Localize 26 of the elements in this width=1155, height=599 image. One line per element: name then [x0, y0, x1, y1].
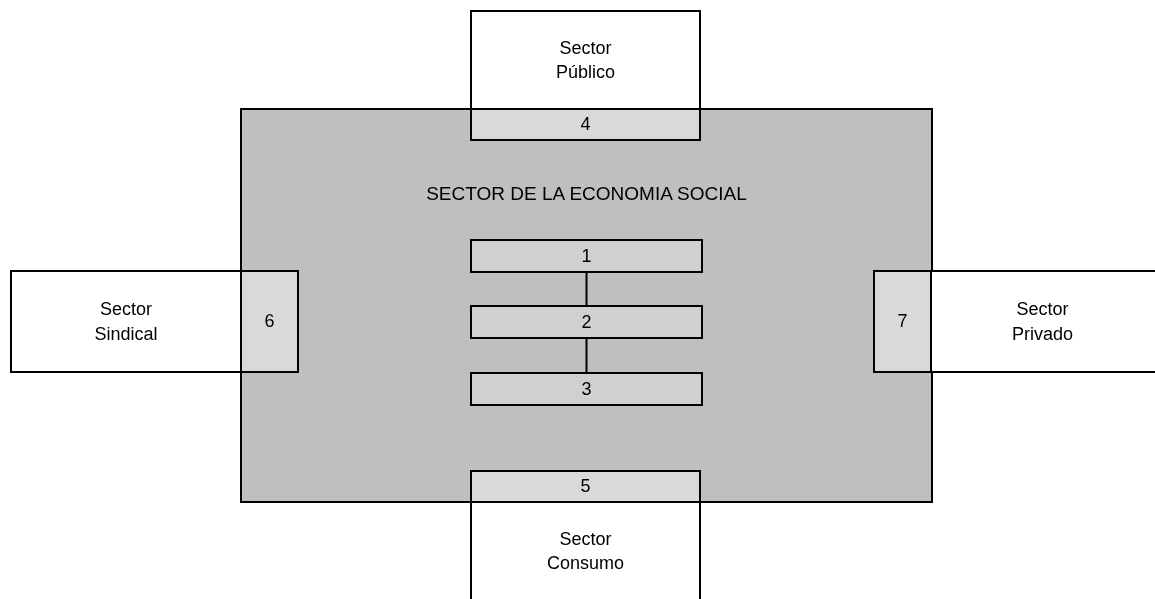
connector-line: [585, 338, 588, 373]
number-label: 7: [897, 310, 908, 334]
number-band: [470, 470, 701, 503]
number-label: 3: [581, 377, 592, 401]
sector-label: Sector Privado: [1011, 298, 1074, 346]
sector-label: Sector Público: [554, 36, 616, 84]
sector-label: Sector Consumo: [545, 527, 625, 575]
economy-panel: [240, 108, 933, 503]
number-band: [240, 270, 299, 373]
sector-box: [470, 10, 701, 108]
sector-box: [10, 270, 240, 373]
number-bar: [470, 372, 703, 406]
number-label: 6: [264, 310, 275, 334]
number-band: [470, 108, 701, 141]
number-label: 1: [581, 244, 592, 268]
number-label: 4: [580, 113, 591, 137]
number-band: [873, 270, 932, 373]
connector-line: [585, 272, 588, 306]
sector-label: Sector Sindical: [93, 298, 159, 346]
number-label: 5: [580, 475, 591, 499]
number-bar: [470, 305, 703, 339]
sector-box: [932, 270, 1155, 373]
panel-title: SECTOR DE LA ECONOMIA SOCIAL: [425, 182, 748, 206]
number-bar: [470, 239, 703, 273]
number-label: 2: [581, 310, 592, 334]
sector-box: [470, 503, 701, 599]
